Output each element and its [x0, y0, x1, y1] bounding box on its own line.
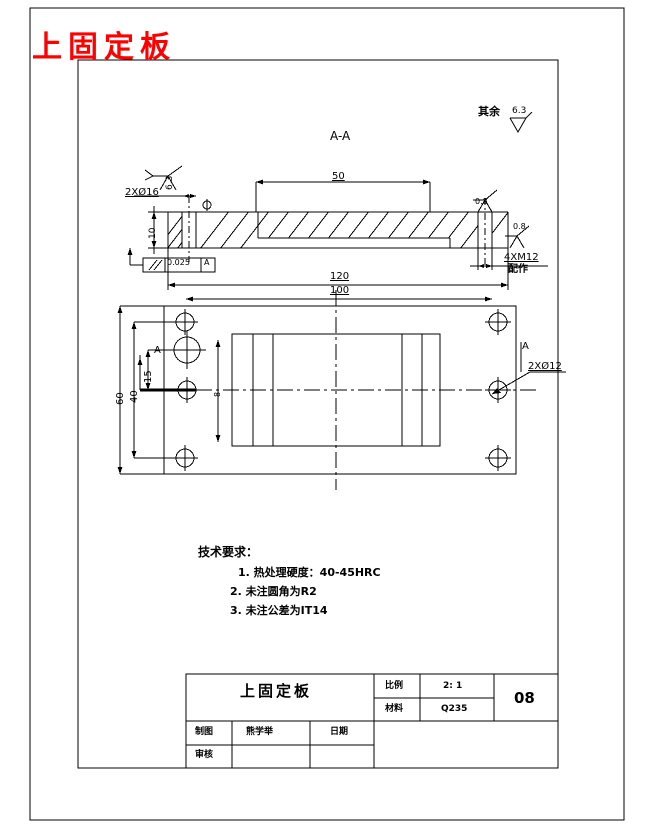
dim-2x12-label: 2XØ12	[528, 361, 562, 372]
page-title: 上固定板	[32, 30, 176, 65]
corner-hole-tr	[485, 309, 511, 335]
roughness-right-value: 0.8	[513, 222, 526, 231]
gdt-value-label: 0.025	[167, 258, 190, 267]
title-block-drawing-number: 08	[514, 689, 535, 707]
dim-120-label: 120	[330, 271, 350, 282]
dim-40-label: 40	[129, 390, 140, 403]
dim-50-label: 50	[332, 171, 345, 182]
title-block-drawn-by: 熊学举	[246, 727, 274, 737]
roughness-symbol-top-right	[473, 189, 498, 213]
corner-hole-br	[485, 445, 511, 471]
title-block-material-value: Q235	[441, 704, 468, 714]
dim-4xm12-label: 4XM12	[504, 252, 539, 263]
dim-15-label: 15	[143, 370, 154, 383]
dim-100-label: 100	[330, 285, 350, 296]
roughness-symbol-left	[144, 165, 183, 191]
section-hatch-main	[196, 212, 508, 248]
roughness-top-right-value: 0.8	[475, 197, 488, 206]
title-block-material-label: 材料	[385, 704, 404, 714]
title-block-part-name: 上固定板	[240, 682, 313, 700]
tech-requirements-heading: 技术要求：	[198, 545, 259, 559]
datum-label-left: A	[154, 345, 161, 356]
sheet-border	[29, 7, 625, 821]
title-block-scale-value: 2: 1	[443, 681, 463, 691]
general-roughness-icon	[509, 112, 533, 134]
dim-60-label: 60	[115, 392, 126, 405]
title-block-checked-label: 审核	[195, 750, 214, 760]
roughness-symbol-right	[505, 225, 530, 249]
section-mark-left	[137, 355, 196, 392]
title-block-scale-label: 比例	[385, 681, 404, 691]
title-block-drawn-label: 制图	[195, 727, 214, 737]
general-roughness-value: 6.3	[512, 106, 527, 116]
tech-requirement-item: 2. 未注圆角为R2	[230, 585, 317, 598]
datum-label-right: A	[522, 341, 529, 352]
dim-2x16-label: 2XØ16	[125, 187, 159, 198]
section-view-label: A-A	[330, 129, 351, 143]
tech-requirement-item: 3. 未注公差为IT14	[230, 604, 328, 617]
gdt-datum-label: A	[204, 258, 210, 267]
drawing-frame	[77, 59, 559, 769]
gdt-frame	[142, 257, 216, 273]
section-hatch-left	[168, 215, 182, 248]
dim-thickness-label: 10	[148, 227, 158, 239]
thread-note-label: 配作	[508, 264, 528, 275]
roughness-left-value: 6.3	[165, 175, 175, 190]
title-block-date-label: 日期	[330, 727, 349, 737]
general-roughness-label: 其余	[478, 105, 500, 118]
title-block	[185, 673, 559, 769]
section-small-symbol	[202, 199, 212, 211]
tech-requirement-item: 1. 热处理硬度：40-45HRC	[238, 566, 381, 579]
dim-pocket-label: 8	[213, 391, 222, 397]
